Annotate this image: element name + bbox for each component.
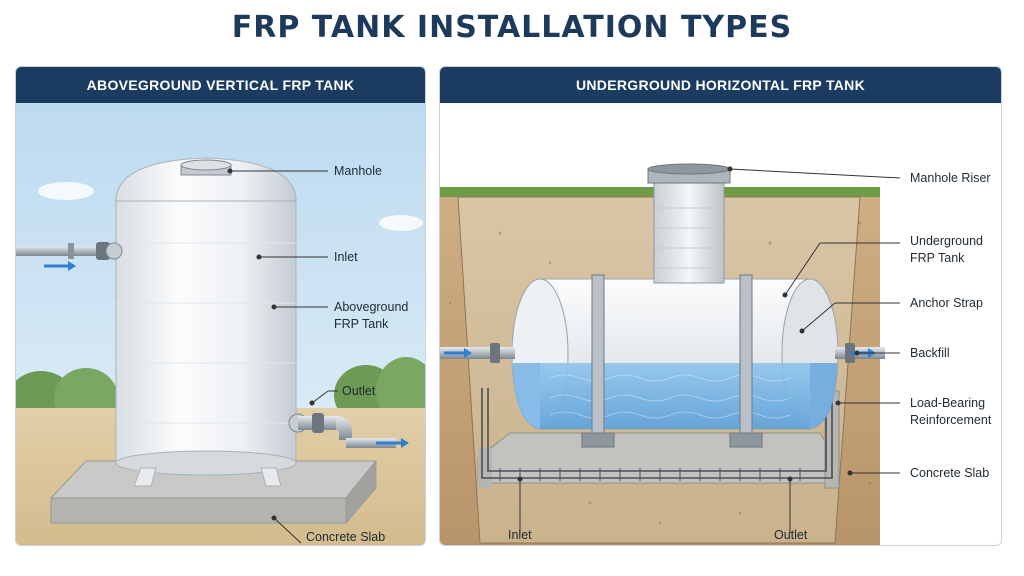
label-outlet: Outlet <box>342 384 376 398</box>
clouds <box>38 182 423 231</box>
inlet-pipe <box>16 242 123 260</box>
label-ug-tank-line2: FRP Tank <box>910 251 965 265</box>
outlet-flow-arrow <box>376 438 409 448</box>
label-ug-tank-line1: Underground <box>910 234 983 248</box>
aboveground-diagram: Manhole Inlet Aboveground FRP Tank Outle… <box>16 103 425 545</box>
aboveground-panel: ABOVEGROUND VERTICAL FRP TANK <box>15 66 426 546</box>
aboveground-panel-heading: ABOVEGROUND VERTICAL FRP TANK <box>16 67 425 103</box>
underground-inlet-arrow <box>444 348 472 358</box>
label-reinforcement-line1: Load-Bearing <box>910 396 985 410</box>
page-title: FRP TANK INSTALLATION TYPES <box>231 10 793 45</box>
manhole <box>180 159 232 176</box>
label-anchor-strap: Anchor Strap <box>910 296 983 310</box>
label-tank-line2: FRP Tank <box>334 317 389 331</box>
underground-panel: UNDERGROUND HORIZONTAL FRP TANK <box>439 66 1002 546</box>
label-ug-outlet: Outlet <box>774 528 808 542</box>
label-manhole-riser: Manhole Riser <box>910 171 991 185</box>
underground-inlet-pipe <box>440 343 515 363</box>
label-inlet: Inlet <box>334 250 358 264</box>
label-ug-concrete-slab: Concrete Slab <box>910 466 989 480</box>
label-reinforcement-line2: Reinforcement <box>910 413 992 427</box>
anchor-straps <box>581 274 763 448</box>
outlet-pipe <box>288 413 396 448</box>
aboveground-frp-tank <box>115 157 297 487</box>
label-tank-line1: Aboveground <box>334 300 408 314</box>
right-leader-lines <box>517 166 901 533</box>
underground-diagram: Manhole Riser Underground FRP Tank Ancho… <box>440 103 1001 545</box>
underground-panel-heading: UNDERGROUND HORIZONTAL FRP TANK <box>440 67 1001 103</box>
underground-frp-tank <box>511 278 839 430</box>
inlet-flow-arrow <box>44 261 76 271</box>
load-bearing-reinforcement <box>481 388 833 481</box>
leader-lines <box>227 168 338 544</box>
manhole-riser <box>647 163 731 284</box>
label-ug-inlet: Inlet <box>508 528 532 542</box>
label-backfill: Backfill <box>910 346 950 360</box>
label-manhole: Manhole <box>334 164 382 178</box>
label-concrete-slab: Concrete Slab <box>306 530 385 544</box>
